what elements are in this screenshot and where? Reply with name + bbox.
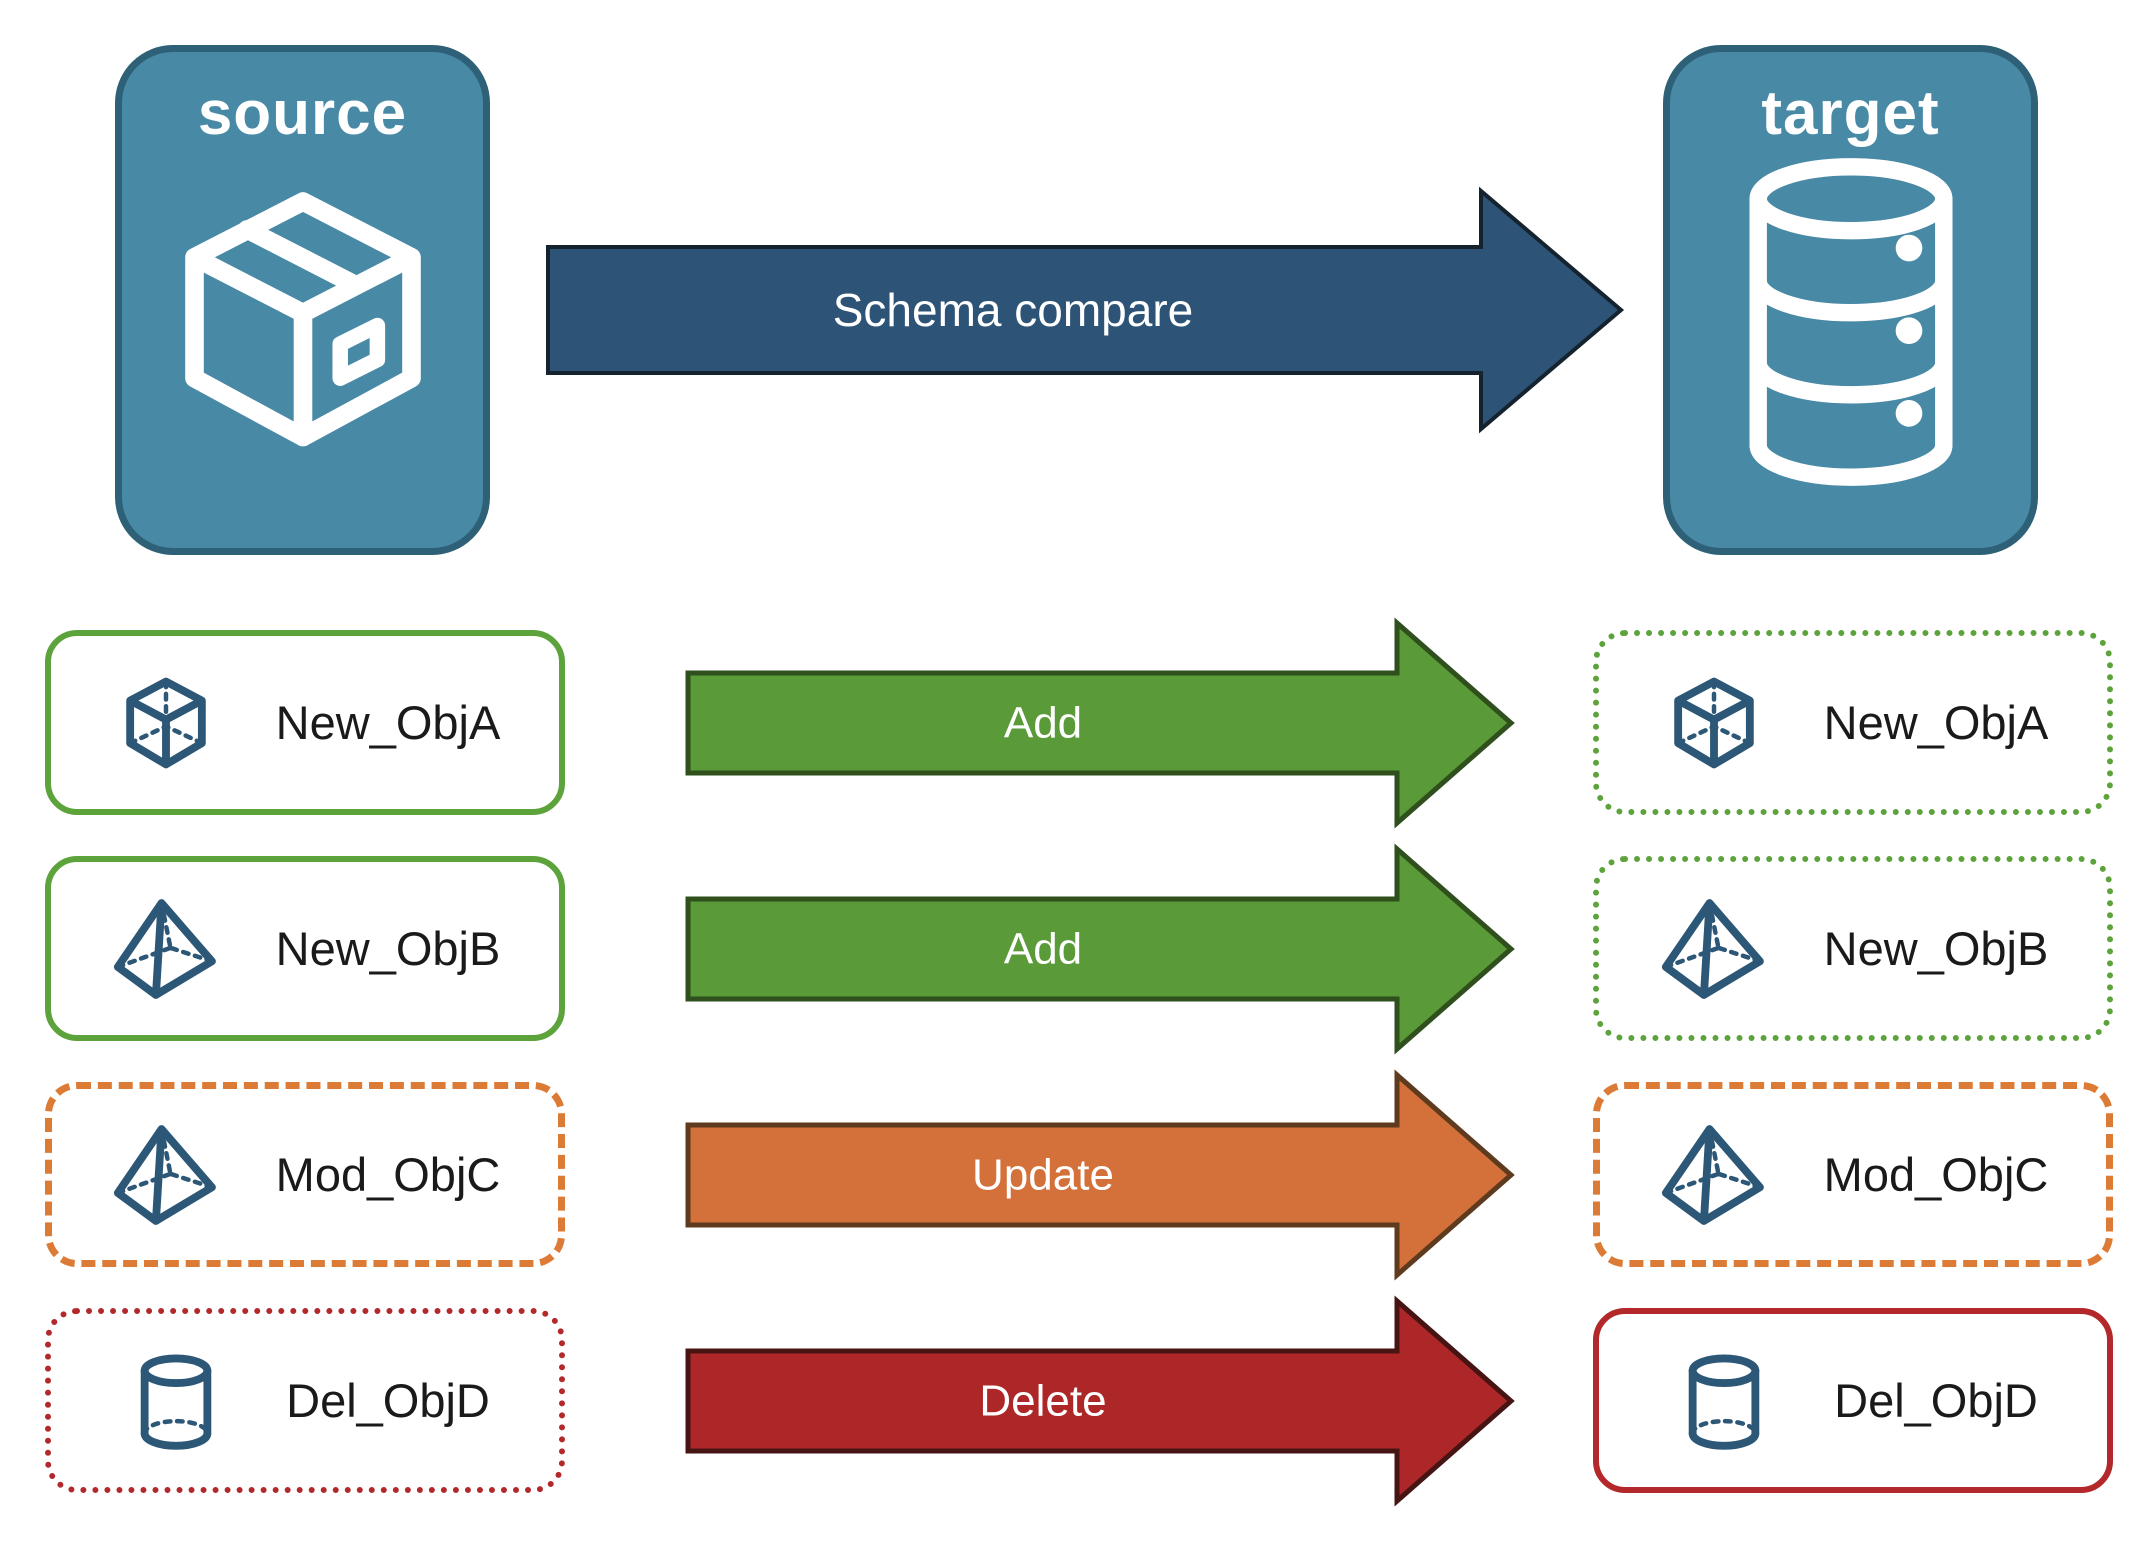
object-label: New_ObjB — [275, 922, 501, 975]
arrow-shape — [546, 186, 1625, 434]
action-arrow-label: Add — [1004, 925, 1082, 974]
arrow-shape — [685, 1295, 1515, 1507]
object-label: Mod_ObjC — [1823, 1148, 2049, 1201]
target-node: target — [1663, 45, 2038, 555]
schema-compare-label: Schema compare — [833, 284, 1194, 336]
cylinder-icon — [140, 1354, 212, 1450]
object-label: New_ObjB — [1823, 922, 2049, 975]
object-label: Del_ObjD — [286, 1374, 490, 1427]
arrow-shape — [685, 843, 1515, 1055]
arrow-shape — [685, 1069, 1515, 1281]
pyramid-icon — [113, 1124, 216, 1225]
object-label: New_ObjA — [1823, 696, 2049, 749]
action-arrow-label: Add — [1004, 699, 1082, 748]
action-arrow-delete: Delete — [685, 1295, 1515, 1507]
action-arrow-label: Update — [972, 1151, 1114, 1200]
object-label: Mod_ObjC — [275, 1148, 501, 1201]
pyramid-icon — [1661, 898, 1764, 999]
target-object-card: New_ObjB — [1593, 856, 2113, 1041]
source-object-card: Del_ObjD — [45, 1308, 565, 1493]
target-object-card: Del_ObjD — [1593, 1308, 2113, 1493]
schema-compare-arrow: Schema compare — [546, 186, 1625, 434]
source-object-card: New_ObjB — [45, 856, 565, 1041]
cube-icon — [1673, 677, 1754, 768]
source-label: source — [197, 79, 408, 148]
action-arrow-add-1: Add — [685, 617, 1515, 829]
package-icon — [184, 192, 421, 447]
cylinder-icon — [1688, 1354, 1760, 1450]
object-label: New_ObjA — [275, 696, 501, 749]
arrow-shape — [685, 617, 1515, 829]
source-node: source — [115, 45, 490, 555]
pyramid-icon — [1661, 1124, 1764, 1225]
source-object-card: New_ObjA — [45, 630, 565, 815]
source-object-card: Mod_ObjC — [45, 1082, 565, 1267]
target-label: target — [1761, 79, 1940, 148]
action-arrow-label: Delete — [979, 1377, 1106, 1426]
database-icon — [1749, 158, 1952, 486]
action-arrow-update: Update — [685, 1069, 1515, 1281]
action-arrow-add-2: Add — [685, 843, 1515, 1055]
object-label: Del_ObjD — [1834, 1374, 2038, 1427]
cube-icon — [125, 677, 206, 768]
target-object-card: Mod_ObjC — [1593, 1082, 2113, 1267]
target-object-card: New_ObjA — [1593, 630, 2113, 815]
pyramid-icon — [113, 898, 216, 999]
